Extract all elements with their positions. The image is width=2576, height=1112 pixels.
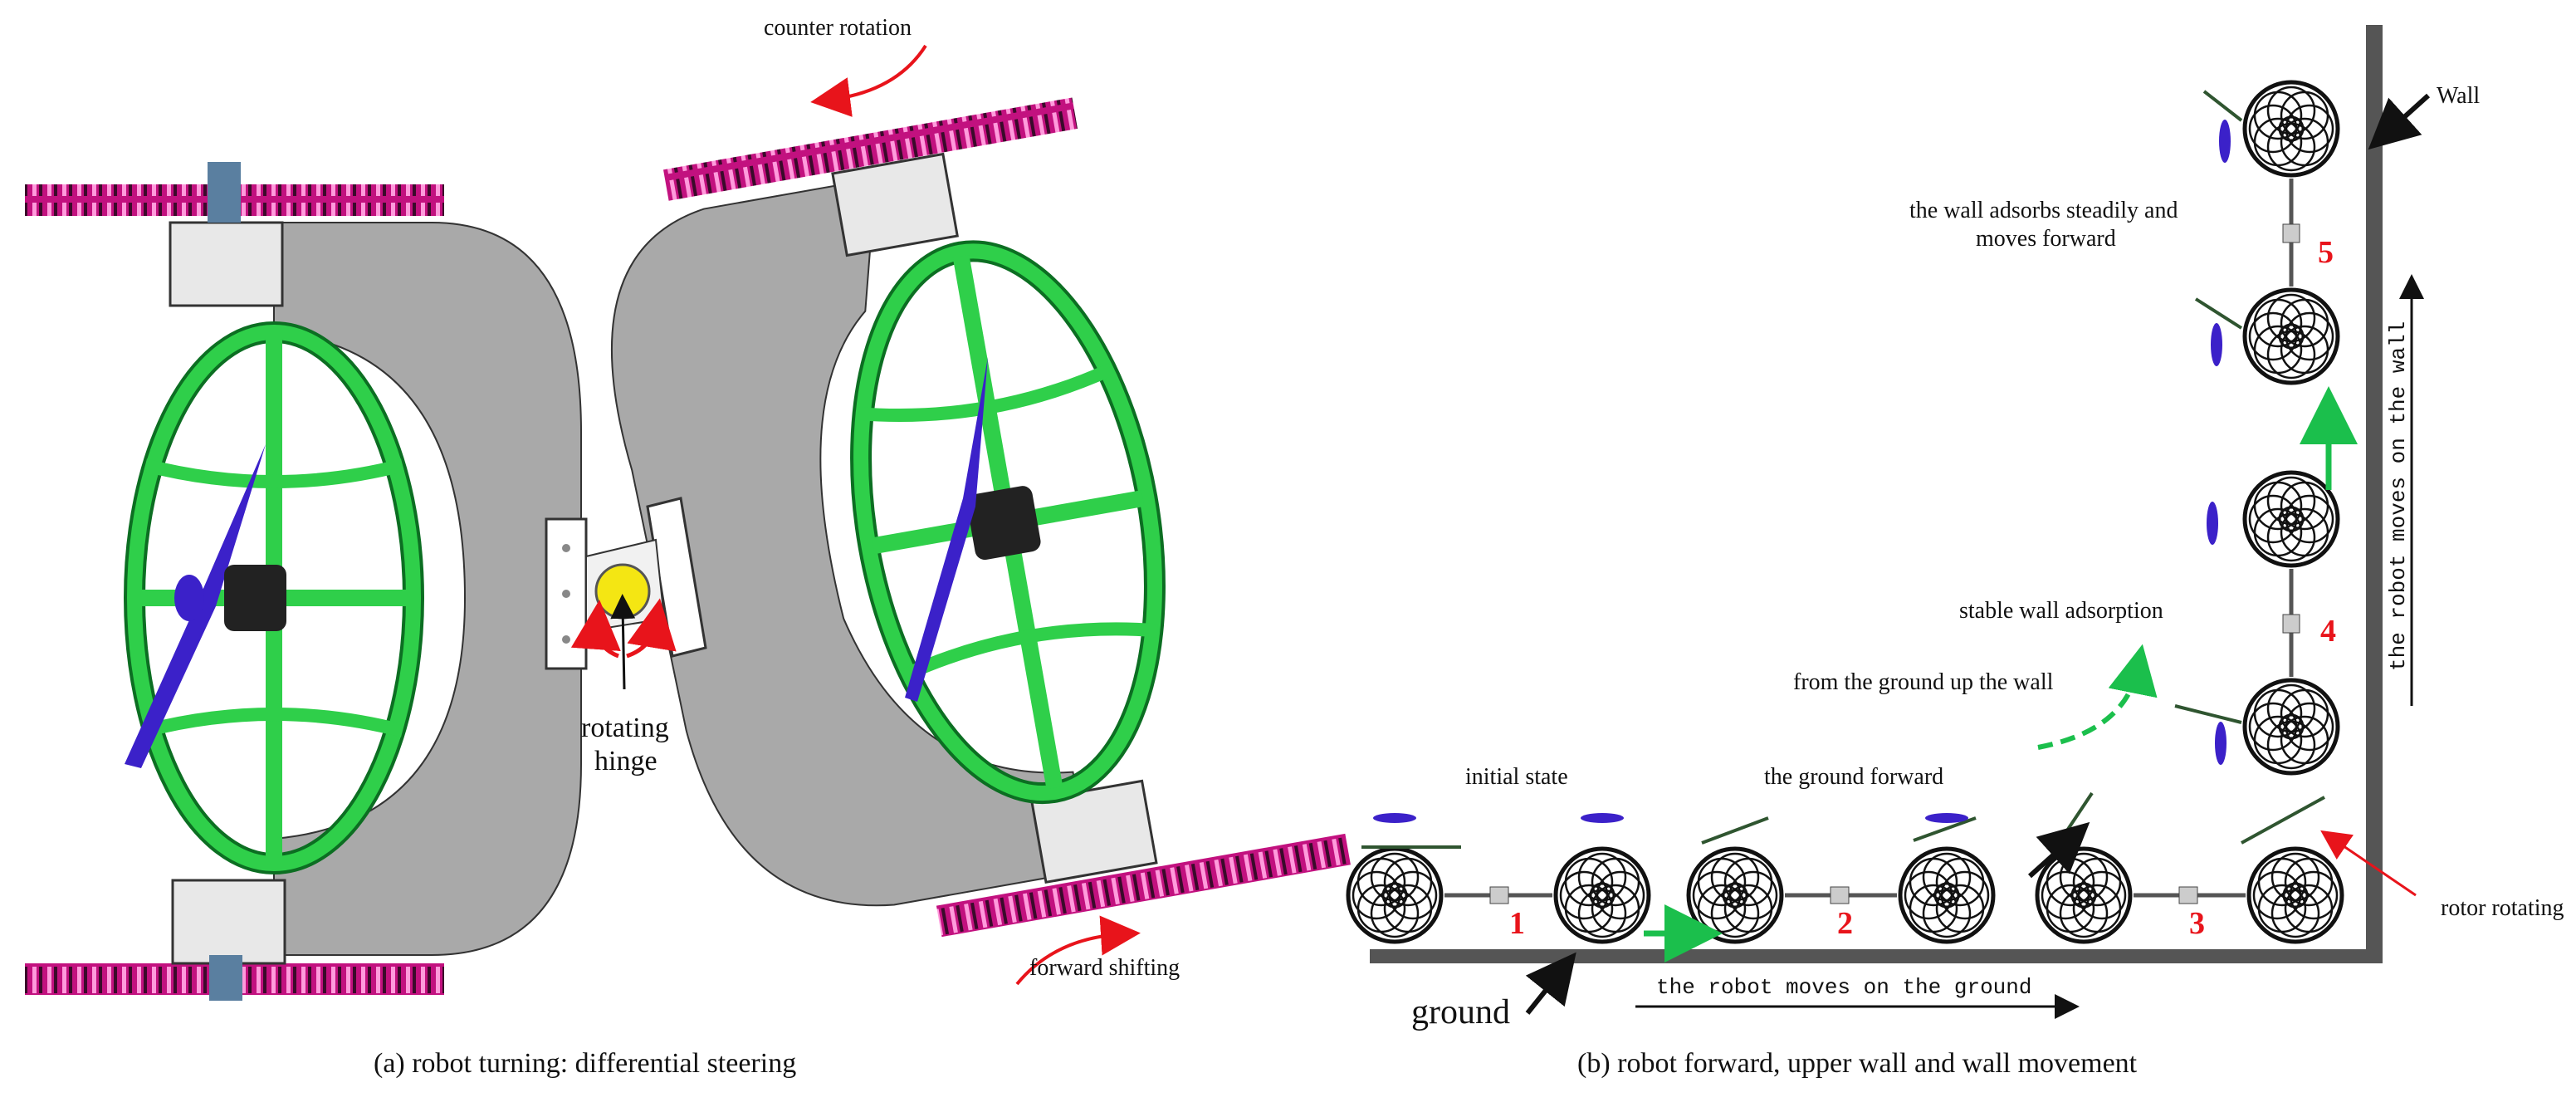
wall-robots xyxy=(2174,82,2338,773)
panel-a-drawing xyxy=(25,44,1351,1001)
label-wall-adsorbs-line2: moves forward xyxy=(1976,226,2116,252)
left-lower-shaft xyxy=(209,955,242,1001)
counter-rotation-arrow xyxy=(810,44,927,117)
wall-pointer-arrow xyxy=(2368,93,2431,150)
label-stable-wall-adsorption: stable wall adsorption xyxy=(1959,598,2163,624)
left-lower-motor-box xyxy=(171,879,286,965)
right-upper-track xyxy=(663,97,1078,201)
hinge-rotation-arrow-right xyxy=(626,598,677,659)
label-from-ground-up-wall: from the ground up the wall xyxy=(1793,669,2054,695)
label-wall-adsorbs-line1: the wall adsorbs steadily and xyxy=(1909,198,2178,223)
label-counter-rotation: counter rotation xyxy=(764,15,912,41)
label-ground: ground xyxy=(1411,993,1510,1031)
label-initial-state: initial state xyxy=(1465,764,1568,790)
right-upper-motor-box xyxy=(831,152,959,257)
label-moves-on-ground: the robot moves on the ground xyxy=(1656,975,2032,1000)
rotor-black-arrow xyxy=(2027,821,2090,879)
step-number-2: 2 xyxy=(1837,906,1853,941)
climb-green-arrow xyxy=(2037,644,2158,750)
left-propeller xyxy=(125,444,266,768)
left-upper-shaft xyxy=(208,162,241,223)
label-hinge: hinge xyxy=(594,746,657,776)
label-rotating: rotating xyxy=(581,713,669,743)
right-motor xyxy=(966,486,1041,561)
label-wall: Wall xyxy=(2437,83,2481,109)
rotor-red-pointer xyxy=(2320,830,2417,897)
step-number-5: 5 xyxy=(2318,235,2334,270)
wall xyxy=(2366,25,2383,963)
ground-pointer-arrow xyxy=(1525,952,1576,1015)
label-rotor-rotating: rotor rotating xyxy=(2441,895,2564,921)
step-number-3: 3 xyxy=(2189,906,2205,941)
left-motor xyxy=(224,565,286,631)
left-upper-motor-box xyxy=(169,221,284,307)
ground-robots xyxy=(1348,791,2342,942)
label-moves-on-wall: the robot moves on the wall xyxy=(2386,321,2411,671)
hinge-pointer-arrow xyxy=(610,594,636,690)
forward-shifting-arrow xyxy=(1015,915,1141,986)
step-number-4: 4 xyxy=(2320,614,2336,649)
label-forward-shifting: forward shifting xyxy=(1029,955,1180,981)
caption-a: (a) robot turning: differential steering xyxy=(374,1048,797,1079)
caption-b: (b) robot forward, upper wall and wall m… xyxy=(1577,1048,2138,1079)
panel-b-drawing xyxy=(1348,25,2431,1019)
label-ground-forward: the ground forward xyxy=(1764,764,1944,790)
ground xyxy=(1370,949,2383,963)
step-number-1: 1 xyxy=(1509,906,1525,941)
right-body xyxy=(610,177,1092,907)
right-lower-track xyxy=(936,833,1351,938)
hinge-rotation-arrow-left xyxy=(570,600,621,659)
